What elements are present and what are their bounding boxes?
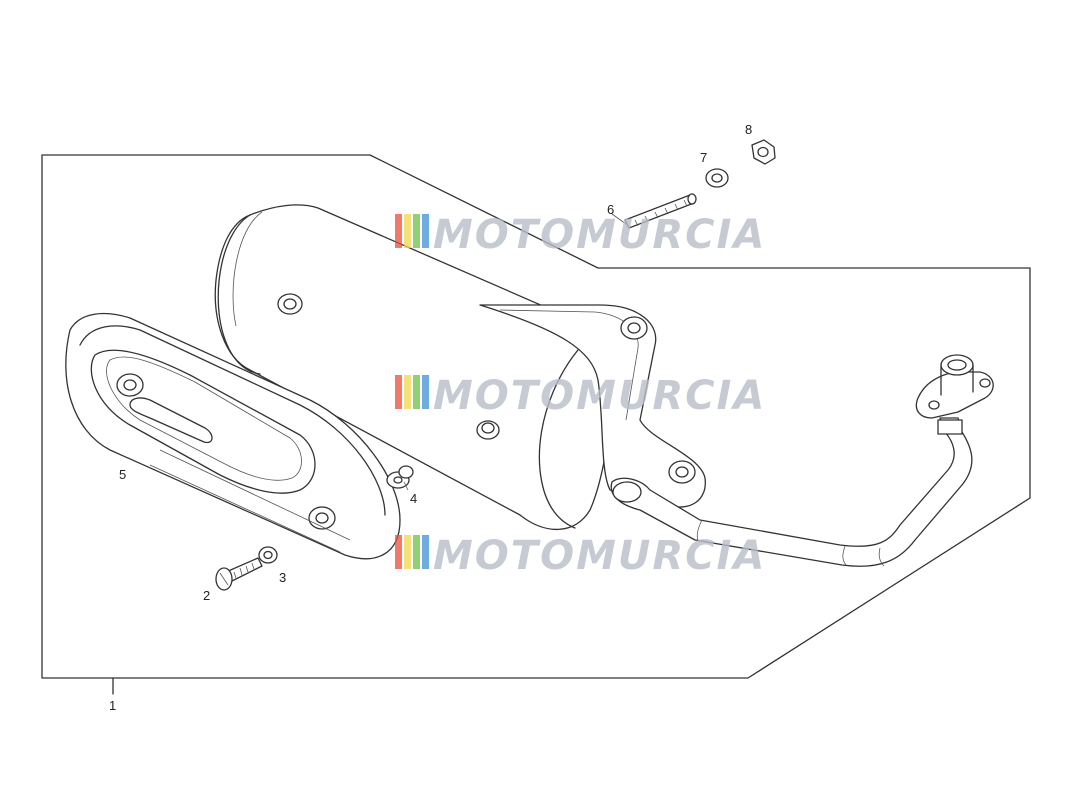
watermark-middle: MOTOMURCIA bbox=[395, 373, 766, 419]
watermark-text: MOTOMURCIA bbox=[433, 212, 766, 258]
callout-5: 5 bbox=[119, 467, 126, 482]
watermark-top: MOTOMURCIA bbox=[395, 212, 766, 258]
washer-part-7 bbox=[705, 168, 729, 188]
mounting-bracket bbox=[479, 304, 706, 508]
muffler-body bbox=[214, 204, 612, 531]
watermark-stripe-4 bbox=[422, 214, 429, 248]
callout-7: 7 bbox=[700, 150, 707, 165]
grommet-part-4 bbox=[386, 465, 414, 489]
watermark-stripe-2 bbox=[404, 535, 411, 569]
watermark-stripe-2 bbox=[404, 375, 411, 409]
heat-shield bbox=[65, 312, 401, 560]
watermark-stripe-4 bbox=[422, 375, 429, 409]
exhaust-pipe bbox=[610, 354, 994, 567]
watermark-stripe-3 bbox=[413, 535, 420, 569]
watermark-stripe-4 bbox=[422, 535, 429, 569]
watermark-bottom: MOTOMURCIA bbox=[395, 533, 766, 579]
nut-part-8 bbox=[751, 139, 776, 165]
watermark-stripe-3 bbox=[413, 214, 420, 248]
screw-part-2 bbox=[215, 557, 263, 591]
mount-boss bbox=[277, 293, 303, 315]
assembly-outline bbox=[41, 154, 1031, 679]
callout-4: 4 bbox=[410, 491, 417, 506]
callout-6: 6 bbox=[607, 202, 614, 217]
watermark-text: MOTOMURCIA bbox=[433, 373, 766, 419]
watermark-stripe-2 bbox=[404, 214, 411, 248]
callout-8: 8 bbox=[745, 122, 752, 137]
callout-3: 3 bbox=[279, 570, 286, 585]
watermark-text: MOTOMURCIA bbox=[433, 533, 766, 579]
watermark-stripe-1 bbox=[395, 214, 402, 248]
washer-part-3 bbox=[258, 546, 278, 564]
watermark-stripe-1 bbox=[395, 375, 402, 409]
stud-part-6 bbox=[624, 193, 697, 229]
callout-1: 1 bbox=[109, 698, 116, 713]
watermark-stripe-3 bbox=[413, 375, 420, 409]
watermark-stripe-1 bbox=[395, 535, 402, 569]
callout-2: 2 bbox=[203, 588, 210, 603]
